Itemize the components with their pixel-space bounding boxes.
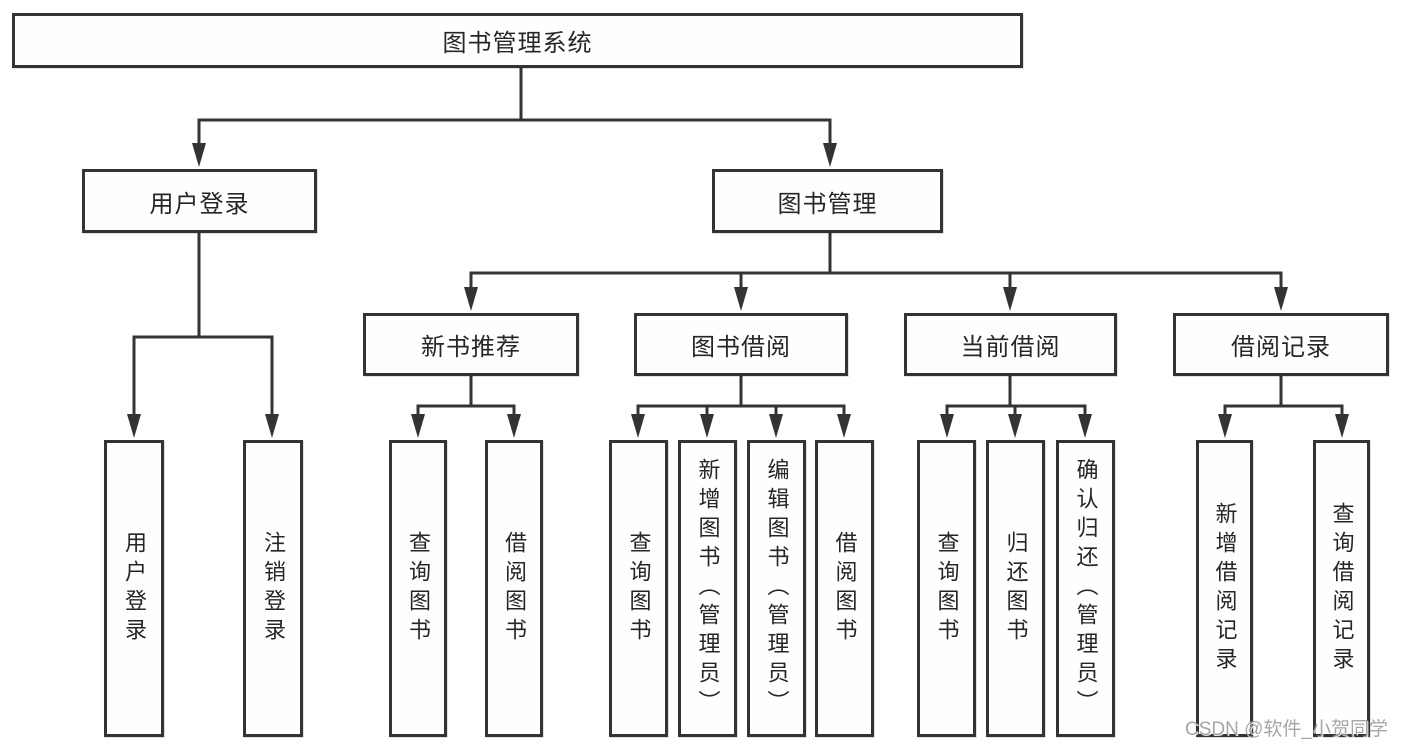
leaf-recommend-query-books: 查询图书 bbox=[389, 440, 447, 737]
node-label: 新增借阅记录 bbox=[1212, 501, 1238, 676]
leaf-borrowing-borrow-books: 借阅图书 bbox=[815, 440, 874, 737]
leaf-edit-books-admin: 编辑图书（管理员） bbox=[747, 440, 806, 737]
node-new-book-recommend: 新书推荐 bbox=[363, 313, 579, 376]
node-current-borrowing: 当前借阅 bbox=[904, 313, 1117, 376]
leaf-user-login: 用户登录 bbox=[104, 440, 164, 737]
node-borrowing-records: 借阅记录 bbox=[1173, 313, 1389, 376]
node-label: 当前借阅 bbox=[960, 334, 1061, 361]
leaf-borrowing-query-books: 查询图书 bbox=[609, 440, 668, 737]
node-label: 图书借阅 bbox=[691, 334, 791, 361]
leaf-add-borrow-record: 新增借阅记录 bbox=[1196, 440, 1253, 737]
leaf-query-borrow-record: 查询借阅记录 bbox=[1313, 440, 1370, 737]
node-label: 确认归还（管理员） bbox=[1073, 458, 1099, 719]
node-label: 查询图书 bbox=[934, 530, 960, 647]
node-root-system: 图书管理系统 bbox=[12, 13, 1023, 68]
node-label: 用户登录 bbox=[122, 530, 147, 647]
node-label: 图书管理系统 bbox=[442, 30, 593, 57]
leaf-return-books: 归还图书 bbox=[986, 440, 1045, 737]
node-label: 查询图书 bbox=[626, 530, 652, 647]
leaf-confirm-return-admin: 确认归还（管理员） bbox=[1056, 440, 1115, 737]
node-label: 新增图书（管理员） bbox=[695, 458, 721, 719]
node-label: 查询图书 bbox=[406, 530, 431, 647]
node-label: 归还图书 bbox=[1003, 530, 1029, 647]
node-label: 借阅记录 bbox=[1231, 334, 1331, 361]
node-label: 借阅图书 bbox=[832, 530, 858, 647]
node-label: 图书管理 bbox=[777, 190, 878, 218]
node-label: 编辑图书（管理员） bbox=[764, 458, 790, 719]
leaf-current-query-books: 查询图书 bbox=[917, 440, 976, 737]
node-book-borrowing: 图书借阅 bbox=[634, 313, 848, 376]
node-label: 用户登录 bbox=[149, 190, 250, 218]
leaf-logout: 注销登录 bbox=[243, 440, 303, 737]
node-user-login-module: 用户登录 bbox=[82, 169, 317, 233]
node-label: 查询借阅记录 bbox=[1329, 501, 1355, 676]
node-label: 注销登录 bbox=[261, 530, 286, 647]
leaf-add-books-admin: 新增图书（管理员） bbox=[678, 440, 737, 737]
node-label: 借阅图书 bbox=[502, 530, 527, 647]
node-label: 新书推荐 bbox=[421, 334, 521, 361]
csdn-watermark: CSDN @软件_小贺同学 bbox=[1185, 719, 1388, 740]
node-book-management: 图书管理 bbox=[712, 169, 943, 233]
leaf-recommend-borrow-books: 借阅图书 bbox=[485, 440, 543, 737]
